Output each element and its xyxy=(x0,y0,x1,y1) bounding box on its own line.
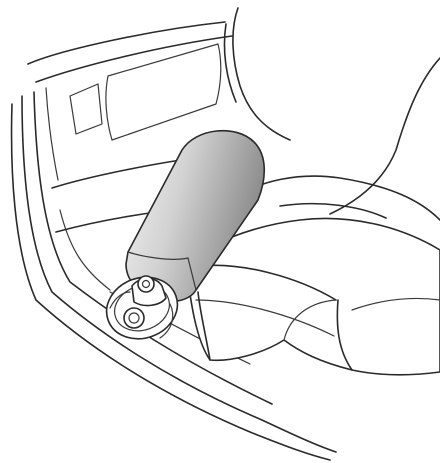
door-sill-lines xyxy=(10,91,337,461)
bracket-clamp-knob xyxy=(123,307,145,329)
extinguisher-bracket xyxy=(105,275,179,340)
glovebox-panel xyxy=(105,43,222,141)
vent-panel xyxy=(69,83,103,135)
valve-knob xyxy=(137,275,155,293)
dashboard-outline xyxy=(27,7,291,181)
seat-outline xyxy=(185,57,440,376)
